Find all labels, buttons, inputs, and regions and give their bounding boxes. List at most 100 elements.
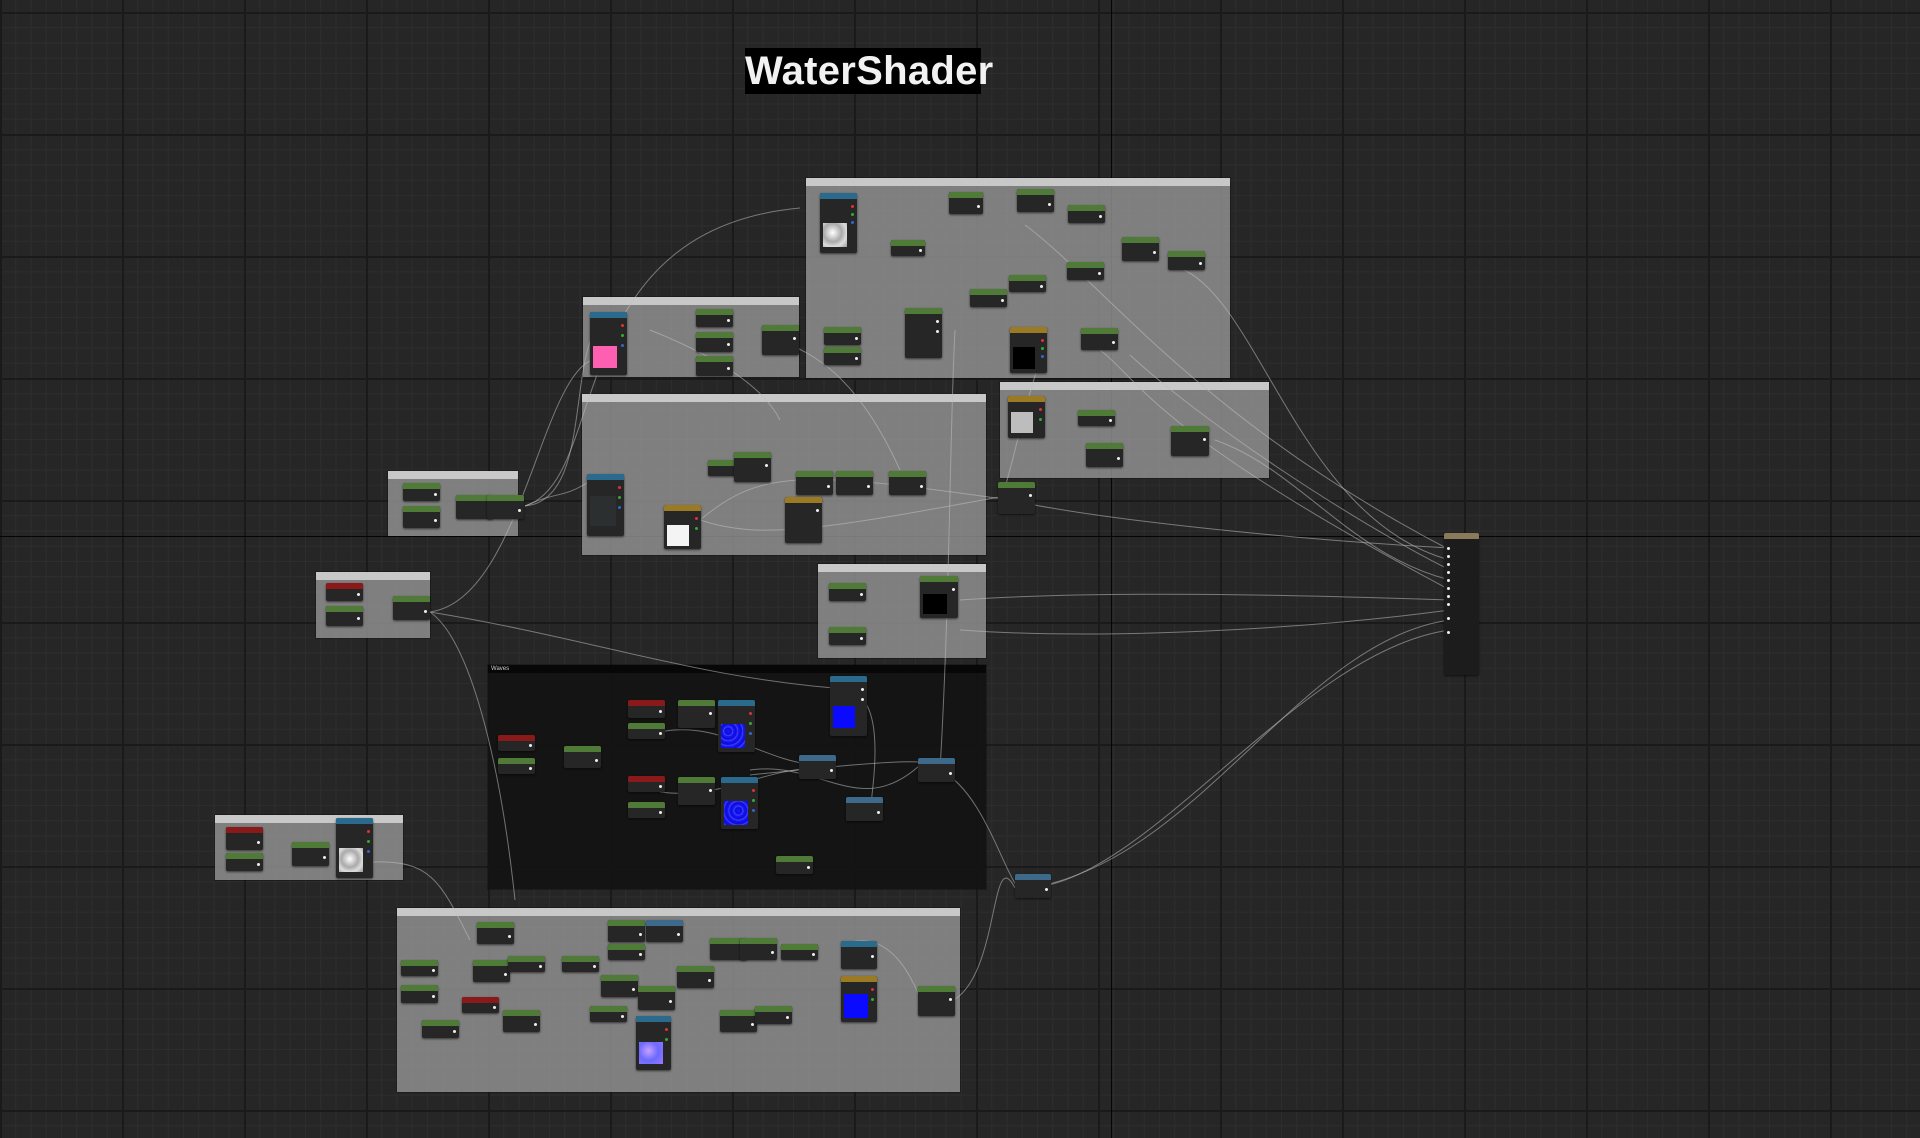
material-node[interactable] <box>755 1006 792 1024</box>
material-node[interactable] <box>564 746 601 768</box>
scalar-parameter-node[interactable] <box>628 776 665 792</box>
material-node[interactable] <box>905 308 942 358</box>
scalar-parameter-node[interactable] <box>462 997 499 1013</box>
material-node[interactable] <box>608 944 645 960</box>
comment-title: Waves <box>488 665 986 673</box>
material-node[interactable] <box>677 966 714 988</box>
graph-title-comment[interactable]: WaterShader <box>745 48 994 94</box>
texture-sample-node[interactable] <box>336 818 373 878</box>
water-normal-preview <box>724 801 748 825</box>
material-node[interactable] <box>846 797 883 821</box>
vector-parameter-node[interactable] <box>1008 396 1045 438</box>
material-node[interactable] <box>590 1006 627 1022</box>
scalar-parameter-node[interactable] <box>498 735 535 751</box>
material-node[interactable] <box>824 327 861 345</box>
vector-parameter-node[interactable] <box>841 976 877 1022</box>
material-node[interactable] <box>836 471 873 495</box>
material-node[interactable] <box>498 758 535 774</box>
comment-title <box>316 572 430 580</box>
comment-title <box>397 908 960 916</box>
texture-sample-node[interactable] <box>590 312 627 375</box>
vector-parameter-node[interactable] <box>664 505 701 549</box>
material-node[interactable] <box>829 627 866 645</box>
material-node[interactable] <box>1168 251 1205 270</box>
texture-sample-node[interactable] <box>721 777 758 829</box>
material-node[interactable] <box>473 960 510 982</box>
material-node[interactable] <box>326 606 363 626</box>
material-node[interactable] <box>601 975 638 997</box>
material-node[interactable] <box>891 240 925 256</box>
material-node[interactable] <box>393 596 430 620</box>
material-node[interactable] <box>1122 237 1159 261</box>
material-node[interactable] <box>829 583 866 601</box>
material-node[interactable] <box>1067 262 1104 280</box>
material-node[interactable] <box>998 482 1035 514</box>
material-node[interactable] <box>1068 205 1105 223</box>
material-node[interactable] <box>292 842 329 866</box>
material-node[interactable] <box>1171 426 1209 456</box>
material-node[interactable] <box>628 802 665 818</box>
comment-title <box>818 564 986 572</box>
material-node[interactable] <box>696 356 733 376</box>
material-node[interactable] <box>740 938 777 960</box>
material-node[interactable] <box>920 576 958 618</box>
scalar-parameter-node[interactable] <box>326 583 363 601</box>
vector-parameter-node[interactable] <box>1010 327 1047 373</box>
material-node[interactable] <box>628 723 665 739</box>
texture-sample-node[interactable] <box>636 1016 671 1070</box>
material-node[interactable] <box>638 986 675 1010</box>
material-node[interactable] <box>889 471 926 495</box>
material-node[interactable] <box>696 332 733 352</box>
material-node[interactable] <box>918 986 955 1016</box>
noise-texture-preview <box>339 848 363 872</box>
material-node[interactable] <box>226 853 263 871</box>
material-node[interactable] <box>401 960 438 976</box>
material-node[interactable] <box>1015 874 1051 898</box>
material-node[interactable] <box>970 289 1007 307</box>
material-node[interactable] <box>949 192 983 214</box>
blue-color-preview <box>833 706 855 728</box>
material-node[interactable] <box>720 1010 757 1032</box>
material-output-node[interactable] <box>1444 533 1479 675</box>
noise-texture-preview <box>823 223 847 247</box>
material-node[interactable] <box>696 309 733 327</box>
material-node[interactable] <box>678 777 715 805</box>
material-node[interactable] <box>608 920 645 942</box>
material-node[interactable] <box>562 956 599 972</box>
material-node[interactable] <box>508 956 545 972</box>
material-node[interactable] <box>1086 443 1123 467</box>
material-node[interactable] <box>678 700 715 728</box>
white-color-swatch <box>667 525 689 546</box>
material-node[interactable] <box>456 495 493 519</box>
blue-color-swatch <box>844 994 868 1018</box>
texture-sample-node[interactable] <box>587 474 624 536</box>
material-node[interactable] <box>776 856 813 874</box>
material-node[interactable] <box>422 1020 459 1038</box>
material-node[interactable] <box>762 325 799 355</box>
material-node[interactable] <box>1009 275 1046 292</box>
material-node[interactable] <box>734 452 771 482</box>
material-node[interactable] <box>824 347 861 365</box>
material-node[interactable] <box>918 758 955 782</box>
vector-parameter-node[interactable] <box>785 497 822 543</box>
material-node[interactable] <box>477 922 514 944</box>
material-node[interactable] <box>646 920 683 942</box>
material-node[interactable] <box>781 944 818 960</box>
material-node[interactable] <box>1017 189 1054 212</box>
material-node[interactable] <box>796 471 833 495</box>
scalar-parameter-node[interactable] <box>628 700 665 718</box>
material-node[interactable] <box>503 1010 540 1032</box>
texture-sample-node[interactable] <box>841 941 877 969</box>
material-node[interactable] <box>403 506 440 528</box>
material-node[interactable] <box>401 985 438 1003</box>
water-normal-preview <box>721 724 745 748</box>
material-node[interactable] <box>487 495 524 519</box>
material-node[interactable] <box>403 483 440 501</box>
texture-sample-node[interactable] <box>820 193 857 253</box>
texture-sample-node[interactable] <box>718 700 755 752</box>
texture-sample-node[interactable] <box>830 676 867 736</box>
material-node[interactable] <box>799 755 836 779</box>
material-node[interactable] <box>1081 328 1118 350</box>
material-node[interactable] <box>1078 410 1115 426</box>
scalar-parameter-node[interactable] <box>226 827 263 850</box>
